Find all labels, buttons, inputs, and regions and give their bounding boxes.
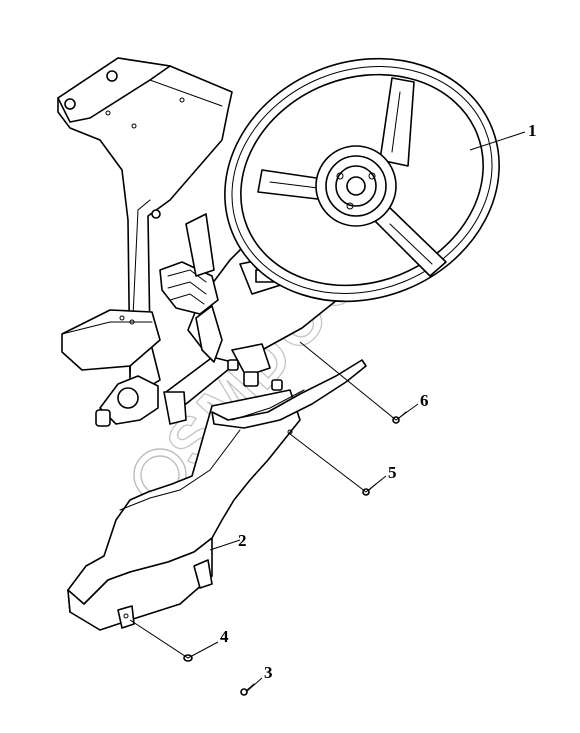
mounting-bracket — [57, 57, 233, 393]
leader-line-2 — [209, 539, 241, 551]
lower-bracket-plate — [61, 309, 161, 371]
callout-3: 3 — [264, 663, 273, 682]
lower-cover — [67, 389, 301, 631]
callout-2: 2 — [238, 531, 247, 550]
leader-line-3 — [245, 677, 263, 693]
leader-line-6 — [299, 341, 419, 421]
upper-cover — [211, 359, 367, 429]
leader-line-4 — [129, 619, 219, 659]
steering-wheel — [224, 57, 500, 303]
callout-4: 4 — [220, 627, 229, 646]
callout-6: 6 — [420, 391, 429, 410]
fastener-screw-3 — [240, 683, 255, 696]
callout-5: 5 — [388, 463, 397, 482]
leader-line-5 — [289, 433, 387, 493]
callout-1: 1 — [528, 121, 537, 140]
leader-line-1 — [469, 131, 526, 151]
